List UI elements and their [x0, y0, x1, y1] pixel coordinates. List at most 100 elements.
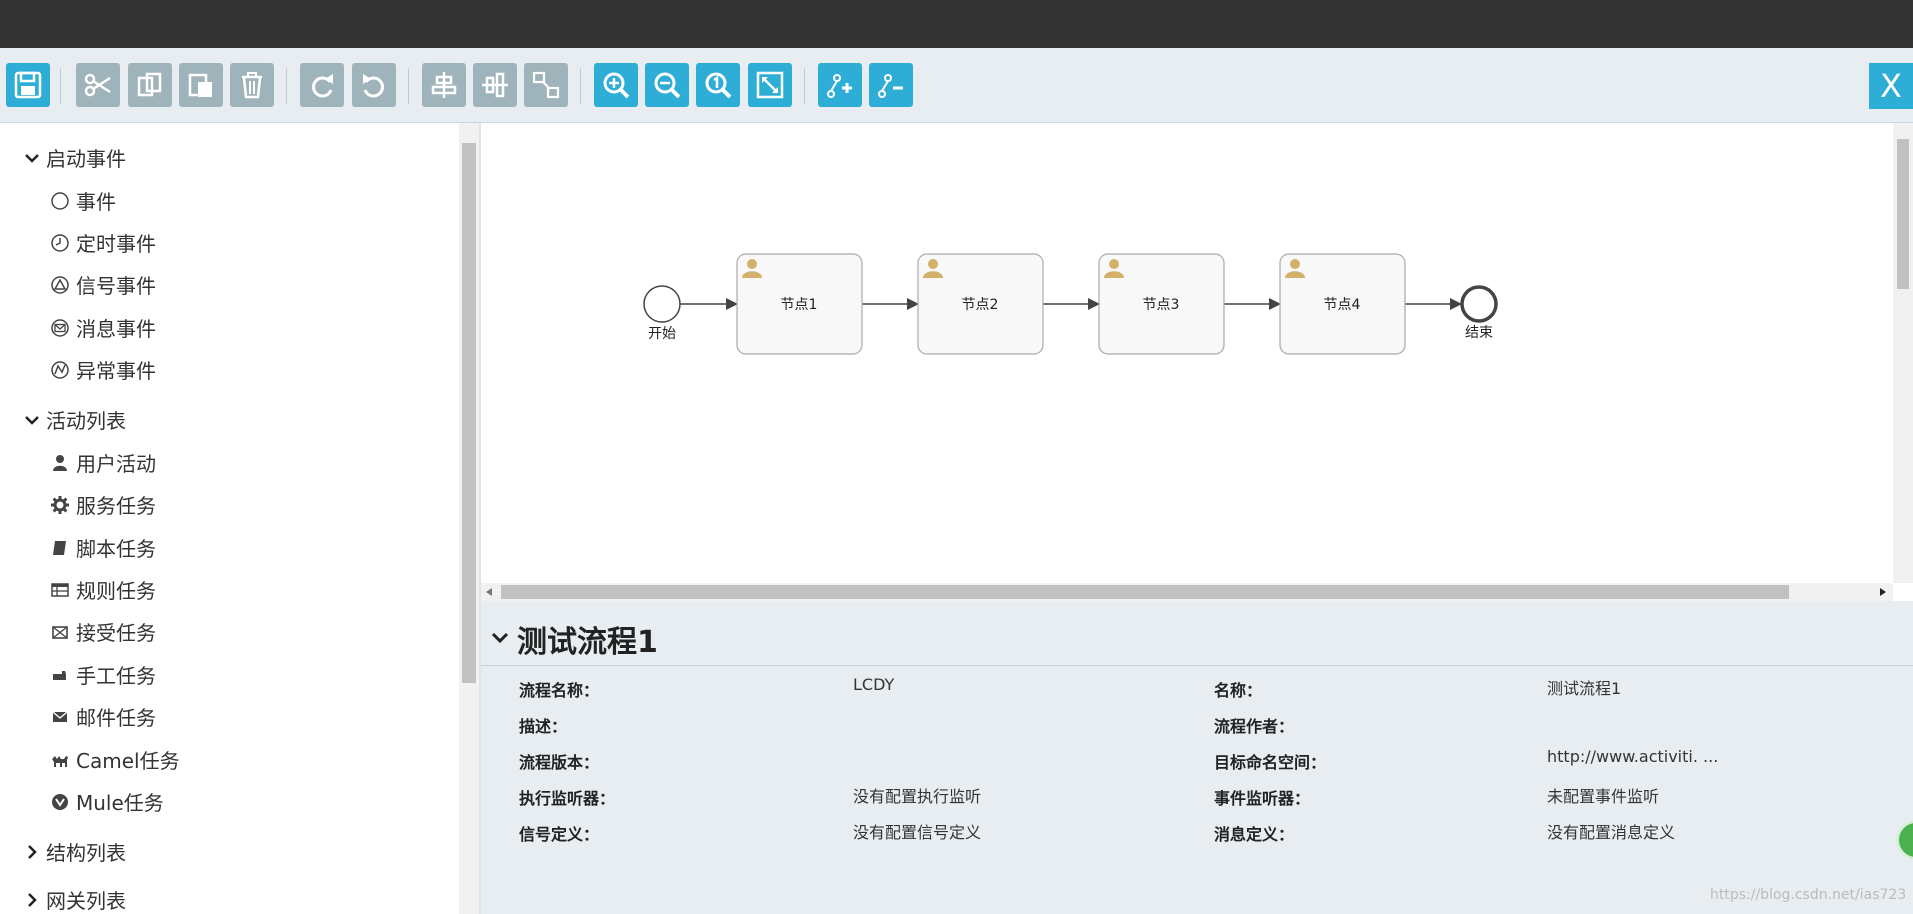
timer-icon [51, 233, 69, 252]
top-bar [0, 0, 1913, 48]
undo-icon [363, 74, 384, 98]
cut-button[interactable] [76, 63, 120, 107]
task-label: 节点1 [781, 297, 818, 313]
chevron-down-icon[interactable] [491, 629, 509, 647]
user-task[interactable]: 节点3 [1098, 253, 1225, 355]
prop-value[interactable]: 没有配置信号定义 [853, 823, 982, 842]
delete-icon [242, 72, 262, 99]
process-canvas[interactable]: 开始 节点1 节点2 节点3 节点4 [481, 123, 1893, 583]
prop-label: 流程名称： [519, 681, 600, 700]
align-horizontal-button[interactable] [422, 63, 466, 107]
palette-item-camel-task[interactable]: Camel任务 [50, 745, 180, 774]
paste-icon [188, 73, 212, 97]
chevron-down-icon [25, 415, 39, 425]
user-icon [923, 259, 943, 278]
user-icon [1285, 259, 1305, 278]
scroll-right-icon[interactable] [1879, 588, 1887, 596]
editor-toolbar: X [0, 48, 1913, 123]
align-vertical-button[interactable] [473, 63, 517, 107]
zoom-actual-icon [705, 72, 732, 99]
palette-item-message-event[interactable]: 消息事件 [50, 313, 156, 342]
chevron-down-icon [25, 153, 39, 163]
redo-button[interactable] [300, 63, 344, 107]
prop-value[interactable]: http://www.activiti. ... [1547, 747, 1719, 766]
chevron-right-icon [28, 844, 37, 859]
prop-value[interactable]: LCDY [853, 675, 895, 694]
zoom-in-button[interactable] [594, 63, 638, 107]
properties-panel: 测试流程1 流程名称： LCDY 描述： 流程版本： 执行监听器： 没有配置执行… [481, 601, 1913, 914]
add-bendpoint-button[interactable] [818, 63, 862, 107]
prop-label: 事件监听器： [1214, 789, 1311, 808]
prop-value[interactable]: 没有配置消息定义 [1547, 823, 1676, 842]
end-event[interactable] [1460, 285, 1498, 323]
palette-item-business-rule-task[interactable]: 规则任务 [50, 575, 156, 604]
delete-button[interactable] [230, 63, 274, 107]
task-label: 节点3 [1143, 297, 1180, 313]
zoom-out-button[interactable] [645, 63, 689, 107]
palette-item-service-task[interactable]: 服务任务 [50, 490, 156, 519]
palette-group-activities[interactable]: 活动列表 [24, 405, 126, 434]
signal-icon [51, 275, 69, 294]
save-button[interactable] [6, 63, 50, 107]
circle-icon [51, 191, 69, 210]
envelope-open-icon [52, 625, 68, 639]
start-event-label: 开始 [648, 326, 676, 342]
palette-item-user-task[interactable]: 用户活动 [50, 448, 156, 477]
prop-label: 信号定义： [519, 825, 600, 844]
palette-item-script-task[interactable]: 脚本任务 [50, 533, 156, 562]
user-task[interactable]: 节点1 [736, 253, 863, 355]
palette-item-mule-task[interactable]: Mule任务 [50, 787, 164, 816]
palette-item-timer-event[interactable]: 定时事件 [50, 228, 156, 257]
cut-icon [84, 73, 111, 97]
zoom-actual-button[interactable] [696, 63, 740, 107]
canvas-horizontal-scrollbar[interactable] [481, 583, 1893, 601]
start-event[interactable] [643, 285, 681, 323]
prop-label: 名称： [1214, 681, 1263, 700]
properties-title: 测试流程1 [517, 625, 658, 660]
prop-label: 流程作者： [1214, 717, 1295, 736]
palette-group-gateways[interactable]: 网关列表 [24, 885, 126, 914]
end-event-label: 结束 [1465, 325, 1493, 341]
same-size-icon [532, 71, 560, 99]
palette-group-structures[interactable]: 结构列表 [24, 837, 126, 866]
canvas-vertical-scrollbar[interactable] [1893, 123, 1913, 583]
palette-scrollbar[interactable] [459, 123, 479, 914]
user-task[interactable]: 节点2 [917, 253, 1044, 355]
close-button[interactable]: X [1869, 63, 1913, 109]
prop-value[interactable]: 测试流程1 [1547, 679, 1622, 698]
zoom-fit-button[interactable] [748, 63, 792, 107]
paste-button[interactable] [179, 63, 223, 107]
watermark: https://blog.csdn.net/ias723 [1710, 887, 1907, 903]
prop-label: 流程版本： [519, 753, 600, 772]
envelope-icon [52, 710, 68, 722]
palette-item-signal-event[interactable]: 信号事件 [50, 270, 156, 299]
task-label: 节点4 [1324, 297, 1361, 313]
palette-item-error-event[interactable]: 异常事件 [50, 355, 156, 384]
hand-icon [53, 670, 66, 680]
message-icon [51, 318, 69, 337]
panel-divider[interactable] [479, 123, 481, 914]
save-icon [14, 71, 42, 99]
palette-item-receive-task[interactable]: 接受任务 [50, 617, 156, 646]
same-size-button[interactable] [524, 63, 568, 107]
palette-group-start-events[interactable]: 启动事件 [24, 143, 126, 172]
prop-value[interactable]: 没有配置执行监听 [853, 787, 982, 806]
prop-label: 目标命名空间： [1214, 753, 1327, 772]
chevron-right-icon [28, 892, 37, 907]
copy-button[interactable] [128, 63, 172, 107]
palette-item-mail-task[interactable]: 邮件任务 [50, 702, 156, 731]
user-task[interactable]: 节点4 [1279, 253, 1406, 355]
task-label: 节点2 [962, 297, 999, 313]
palette-item-manual-task[interactable]: 手工任务 [50, 660, 156, 689]
gear-icon [51, 495, 69, 514]
table-icon [51, 582, 69, 597]
undo-button[interactable] [352, 63, 396, 107]
palette-item-event[interactable]: 事件 [50, 186, 116, 215]
remove-bendpoint-button[interactable] [869, 63, 913, 107]
align-vertical-icon [482, 72, 508, 98]
prop-label: 消息定义： [1214, 825, 1295, 844]
scroll-left-icon[interactable] [485, 588, 493, 596]
align-horizontal-icon [431, 72, 457, 98]
prop-value[interactable]: 未配置事件监听 [1547, 787, 1660, 806]
camel-icon [52, 755, 68, 767]
